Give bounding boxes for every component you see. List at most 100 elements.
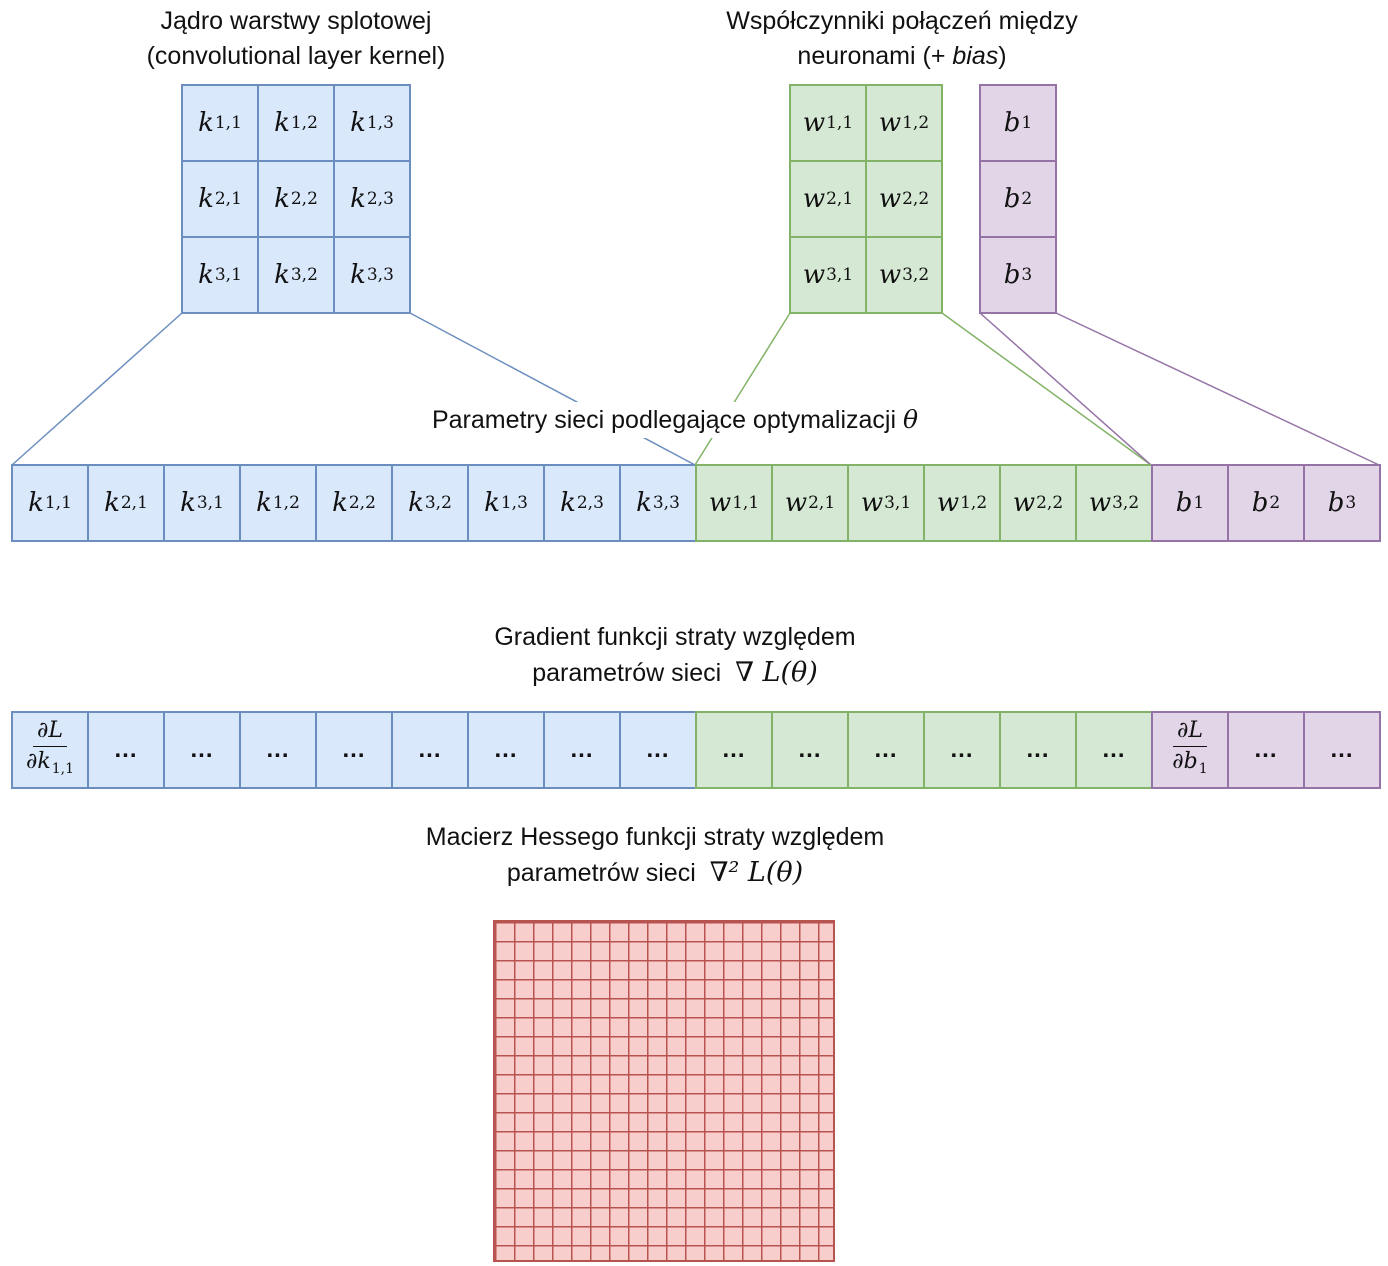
- cell-symbol: w: [878, 108, 902, 138]
- cell-index: 2,1: [120, 493, 148, 513]
- hessian-matrix: [493, 920, 835, 1262]
- cell-index: 2,1: [808, 493, 836, 513]
- gradient-cell: ...: [1075, 711, 1153, 789]
- gradient-symbol: ∇ L(θ): [735, 657, 818, 688]
- cell-index: 1,2: [960, 493, 988, 513]
- params-title-line: Parametry sieci podlegające optymalizacj…: [350, 402, 1000, 438]
- cell-index: 2: [1021, 189, 1033, 209]
- cell-index: 3,3: [366, 265, 394, 285]
- cell-index: 1,2: [272, 493, 300, 513]
- ellipsis: ...: [494, 736, 518, 763]
- ellipsis: ...: [646, 736, 670, 763]
- hessian-title-text: parametrów sieci: [506, 859, 696, 887]
- cell-index: 1,1: [732, 493, 760, 513]
- cell-index: 3,1: [214, 265, 242, 285]
- cell-symbol: b: [1003, 108, 1021, 138]
- weights-title: Współczynniki połączeń między neuronami …: [672, 4, 1132, 74]
- fraction-denominator: ∂k1,1: [26, 749, 74, 777]
- cell-index: 2,2: [348, 493, 376, 513]
- cell-symbol: w: [1088, 488, 1112, 518]
- hessian-title: Macierz Hessego funkcji straty względem …: [330, 820, 980, 891]
- cell-index: 1: [1193, 493, 1205, 513]
- cell-symbol: k: [180, 488, 196, 518]
- bias-connector-right: [1055, 312, 1380, 466]
- ellipsis: ...: [1254, 736, 1278, 763]
- cell-index: 1: [1021, 113, 1033, 133]
- gradient-cell: ...: [315, 711, 393, 789]
- gradient-title-text: parametrów sieci: [532, 659, 722, 687]
- gradient-title-line1: Gradient funkcji straty względem: [494, 623, 856, 651]
- ellipsis: ...: [266, 736, 290, 763]
- theta-symbol: θ: [903, 405, 919, 434]
- partial-derivative: ∂L∂b1: [1172, 718, 1207, 782]
- ellipsis: ...: [190, 736, 214, 763]
- fraction-numerator: ∂L: [1172, 718, 1207, 747]
- cell-symbol: b: [1003, 260, 1021, 290]
- cell-symbol: k: [332, 488, 348, 518]
- ellipsis: ...: [418, 736, 442, 763]
- fraction-index: 1,1: [51, 761, 74, 777]
- fraction-denominator: ∂b1: [1172, 749, 1208, 777]
- cell-symbol: b: [1327, 488, 1345, 518]
- cell-symbol: k: [350, 108, 366, 138]
- cell-symbol: w: [1012, 488, 1036, 518]
- cell-symbol: k: [350, 260, 366, 290]
- cell-symbol: k: [350, 184, 366, 214]
- cell-symbol: k: [636, 488, 652, 518]
- params-title: Parametry sieci podlegające optymalizacj…: [350, 402, 1000, 438]
- cell-symbol: k: [198, 108, 214, 138]
- fraction-index: 1: [1198, 761, 1208, 777]
- gradient-cell: ...: [87, 711, 165, 789]
- gradient-cell: ...: [771, 711, 849, 789]
- cell-symbol: w: [802, 184, 826, 214]
- cell-index: 2,1: [214, 189, 242, 209]
- cell-symbol: k: [274, 184, 290, 214]
- cell-index: 3: [1021, 265, 1033, 285]
- gradient-cell: ...: [999, 711, 1077, 789]
- hessian-title-line1: Macierz Hessego funkcji straty względem: [425, 823, 885, 851]
- kernel-title-line1: Jądro warstwy splotowej: [160, 7, 432, 35]
- cell-symbol: w: [860, 488, 884, 518]
- gradient-cell: ...: [467, 711, 545, 789]
- cell-index: 2,3: [366, 189, 394, 209]
- kernel-connector-left: [11, 312, 183, 466]
- kernel-title: Jądro warstwy splotowej (convolutional l…: [96, 4, 496, 74]
- ellipsis: ...: [722, 736, 746, 763]
- cell-index: 1,2: [902, 113, 930, 133]
- ellipsis: ...: [570, 736, 594, 763]
- cell-symbol: w: [708, 488, 732, 518]
- gradient-cell: ...: [543, 711, 621, 789]
- gradient-cell: ∂L∂b1: [1151, 711, 1229, 789]
- partial-derivative: ∂L∂k1,1: [26, 718, 74, 782]
- cell-index: 3,2: [902, 265, 930, 285]
- gradient-cell: ...: [847, 711, 925, 789]
- gradient-cell: ...: [163, 711, 241, 789]
- cell-index: 1,1: [826, 113, 854, 133]
